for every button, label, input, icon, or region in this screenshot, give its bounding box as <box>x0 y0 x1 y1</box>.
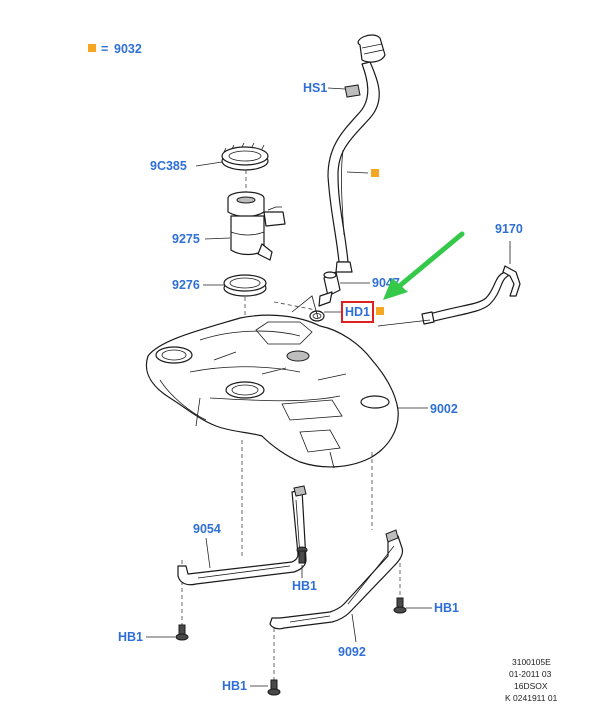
strap-9092 <box>269 529 404 630</box>
label-hb1-d: HB1 <box>222 679 247 693</box>
label-9c385: 9C385 <box>150 159 187 173</box>
fuel-pump-module-9275 <box>227 191 286 261</box>
label-9054: 9054 <box>193 522 221 536</box>
label-9092: 9092 <box>338 645 366 659</box>
svg-text:01-2011 03: 01-2011 03 <box>509 669 552 679</box>
bolt-hb1-right-of-9054 <box>296 546 308 564</box>
green-arrow-icon <box>383 231 465 300</box>
hd1-highlight-box <box>341 301 374 323</box>
strap-9054 <box>177 485 307 586</box>
svg-text:16DSOX: 16DSOX <box>514 681 548 691</box>
hd1-clamp <box>309 310 325 322</box>
label-9275: 9275 <box>172 232 200 246</box>
label-9002: 9002 <box>430 402 458 416</box>
legend-equals: = <box>101 42 108 56</box>
svg-text:3100105E: 3100105E <box>512 657 551 667</box>
hs1-clip <box>327 84 361 98</box>
vent-tube-9170 <box>421 265 521 325</box>
marker-filler-neck <box>371 169 379 177</box>
bolt-hb1-bottom <box>267 679 281 696</box>
lock-ring-9c385 <box>221 142 269 171</box>
label-9170: 9170 <box>495 222 523 236</box>
bolt-hb1-bottom-left <box>175 624 189 641</box>
label-hs1: HS1 <box>303 81 327 95</box>
fuel-tank-9002 <box>145 314 399 469</box>
marker-hd1 <box>376 307 384 315</box>
seal-9276 <box>223 274 267 297</box>
hose-9047 <box>318 271 341 307</box>
label-hd1: HD1 <box>345 305 370 319</box>
legend-marker <box>88 44 96 52</box>
label-hb1-b: HB1 <box>118 630 143 644</box>
filler-neck-pipe <box>327 34 386 273</box>
svg-text:K 0241911 01: K 0241911 01 <box>505 693 558 703</box>
legend-code: 9032 <box>114 42 142 56</box>
label-hb1-c: HB1 <box>434 601 459 615</box>
bolt-hb1-right <box>393 597 407 614</box>
label-hb1-a: HB1 <box>292 579 317 593</box>
reference-block: 3100105E 01-2011 03 16DSOX K 0241911 01 <box>505 657 558 703</box>
label-9276: 9276 <box>172 278 200 292</box>
